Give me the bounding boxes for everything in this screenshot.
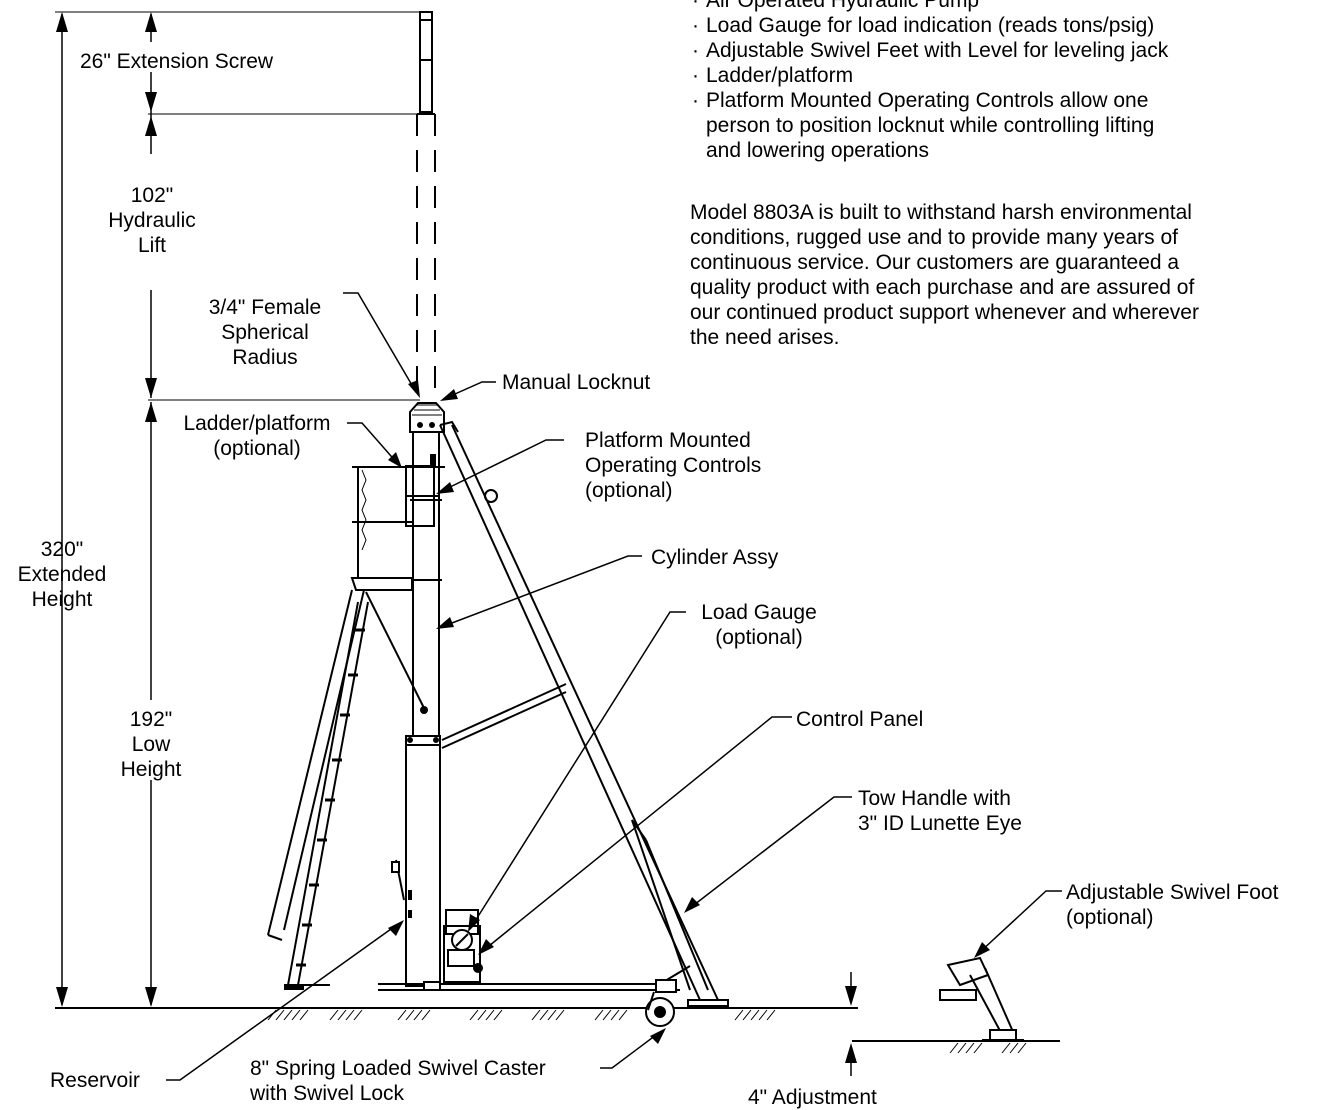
ground bbox=[55, 972, 1060, 1076]
adjustment-label: 4" Adjustment bbox=[748, 1086, 877, 1109]
swivel-foot-label: Adjustable Swivel Foot (optional) bbox=[1066, 881, 1279, 929]
feature-item: Ladder/platform bbox=[690, 63, 1318, 88]
feature-item: Adjustable Swivel Feet with Level for le… bbox=[690, 38, 1318, 63]
reservoir-label: Reservoir bbox=[50, 1069, 140, 1092]
platform-controls-label: Platform Mounted Operating Controls (opt… bbox=[585, 429, 762, 502]
mast bbox=[391, 11, 567, 987]
frame bbox=[378, 420, 729, 1027]
leader-lines bbox=[166, 292, 1062, 1081]
dimension-lines bbox=[55, 11, 420, 1007]
control-panel-label: Control Panel bbox=[796, 708, 924, 731]
product-description: Model 8803A is built to withstand harsh … bbox=[690, 201, 1199, 349]
swivel-foot bbox=[939, 956, 1024, 1041]
feature-list: Air Operated Hydraulic Pump Load Gauge f… bbox=[690, 0, 1318, 163]
caster-label: 8" Spring Loaded Swivel Caster with Swiv… bbox=[250, 1057, 546, 1105]
feature-item: Load Gauge for load indication (reads to… bbox=[690, 13, 1318, 38]
load-gauge-label: Load Gauge (optional) bbox=[701, 601, 817, 649]
feature-item: Air Operated Hydraulic Pump bbox=[690, 0, 1318, 13]
low-height-label: 192" Low Height bbox=[120, 708, 182, 781]
extension-screw-label: 26" Extension Screw bbox=[80, 50, 274, 73]
hydraulic-lift-label: 102" Hydraulic Lift bbox=[108, 184, 196, 257]
feature-item: Platform Mounted Operating Controls allo… bbox=[690, 88, 1318, 163]
ladder bbox=[267, 465, 445, 990]
cylinder-assy-label: Cylinder Assy bbox=[651, 546, 779, 569]
tow-handle-label: Tow Handle with 3" ID Lunette Eye bbox=[858, 787, 1022, 835]
extended-height-label: 320" Extended Height bbox=[17, 538, 107, 611]
spherical-radius-label: 3/4" Female Spherical Radius bbox=[208, 296, 322, 369]
manual-locknut-label: Manual Locknut bbox=[502, 371, 651, 394]
ladder-platform-label: Ladder/platform (optional) bbox=[183, 412, 331, 460]
